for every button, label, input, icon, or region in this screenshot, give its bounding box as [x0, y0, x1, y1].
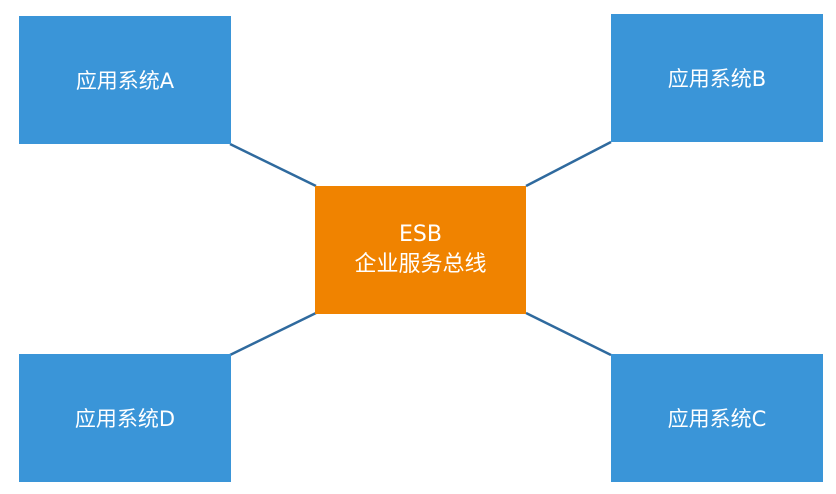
system-b-box: 应用系统B: [611, 14, 823, 142]
esb-subtitle: 企业服务总线: [354, 252, 487, 277]
connector-c-esb: [525, 311, 612, 357]
connector-b-esb: [525, 140, 612, 188]
system-a-box: 应用系统A: [19, 16, 231, 144]
system-b-label: 应用系统B: [667, 67, 767, 91]
system-d-label: 应用系统D: [74, 407, 176, 431]
esb-box: ESB 企业服务总线: [315, 186, 526, 314]
system-c-box: 应用系统C: [611, 354, 823, 482]
esb-title: ESB: [399, 222, 442, 248]
system-d-box: 应用系统D: [19, 354, 231, 482]
connector-a-esb: [229, 142, 317, 188]
connector-d-esb: [229, 311, 317, 357]
system-a-label: 应用系统A: [75, 69, 175, 93]
system-c-label: 应用系统C: [667, 407, 767, 431]
